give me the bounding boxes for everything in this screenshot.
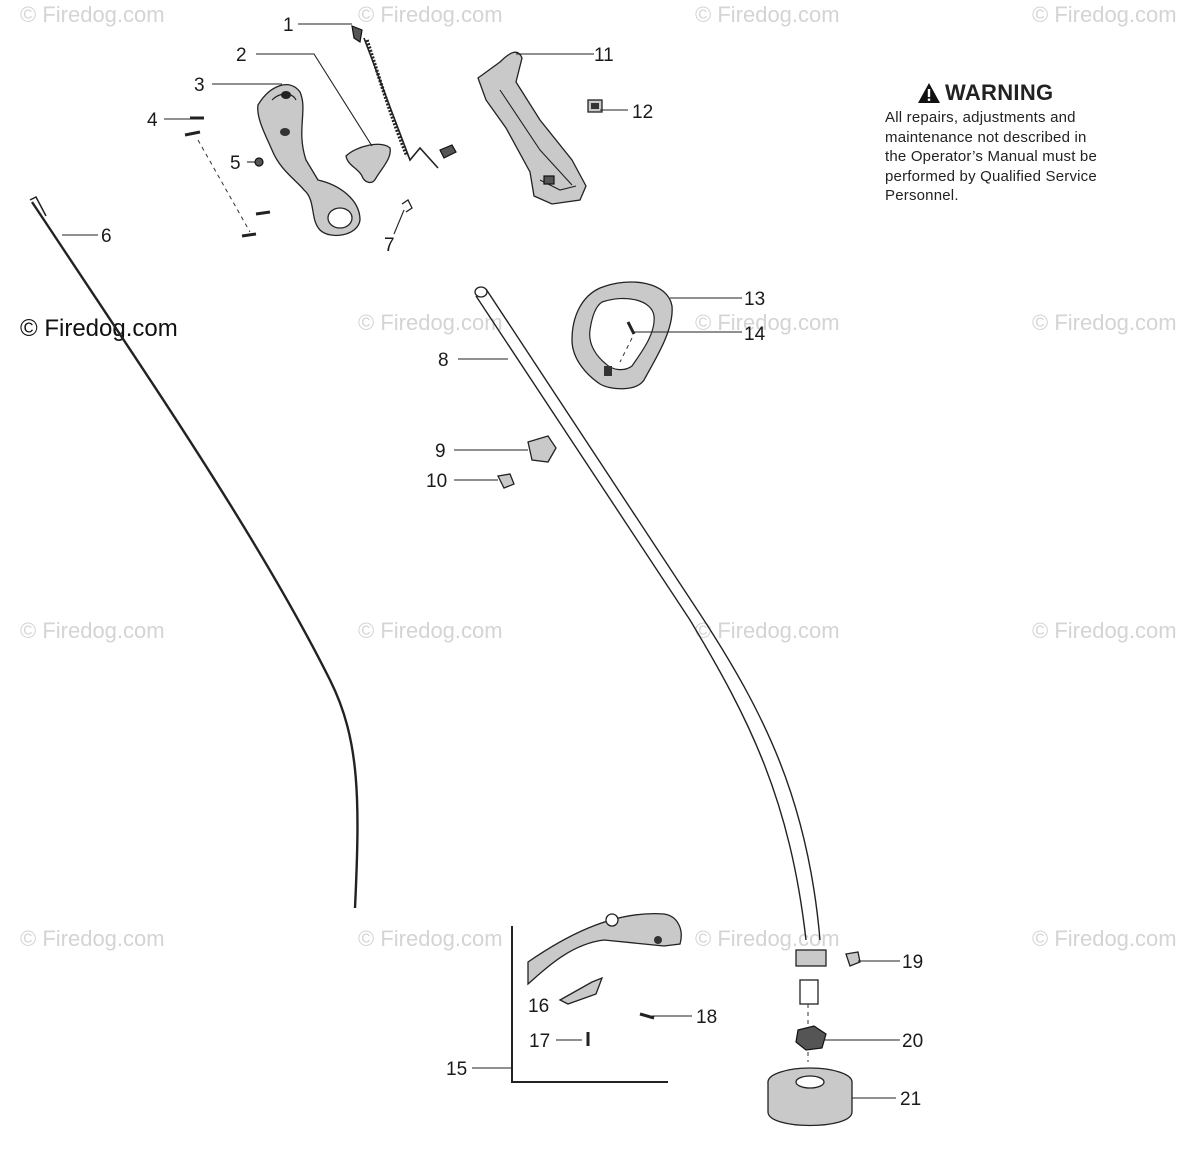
watermark-layer: © Firedog.com © Firedog.com © Firedog.co… bbox=[20, 2, 1177, 951]
part-4-screws bbox=[184, 116, 271, 238]
callout-18: 18 bbox=[696, 1007, 717, 1028]
watermark: © Firedog.com bbox=[358, 2, 503, 27]
part-19-clip bbox=[845, 951, 861, 967]
part-16-blade bbox=[558, 976, 604, 1005]
watermark: © Firedog.com bbox=[1032, 618, 1177, 643]
watermark: © Firedog.com bbox=[20, 926, 165, 951]
part-18-screw bbox=[639, 1012, 655, 1020]
part-12-switch bbox=[587, 99, 603, 113]
part-7-clip bbox=[401, 199, 413, 213]
part-2-throttle-trigger bbox=[345, 143, 391, 184]
warning-text: All repairs, adjustments and maintenance… bbox=[885, 108, 1165, 206]
watermark: © Firedog.com bbox=[358, 310, 503, 335]
watermark: © Firedog.com bbox=[695, 310, 840, 335]
watermark: © Firedog.com bbox=[20, 618, 165, 643]
part-13-loop-handle bbox=[571, 281, 673, 390]
warning-line: maintenance not described in bbox=[885, 128, 1087, 146]
watermark: © Firedog.com bbox=[695, 618, 840, 643]
part-14-screw bbox=[619, 321, 636, 363]
watermark: © Firedog.com bbox=[695, 2, 840, 27]
warning-line: Personnel. bbox=[885, 187, 959, 204]
watermark: © Firedog.com bbox=[358, 618, 503, 643]
warning-line: the Operator’s Manual must be bbox=[885, 148, 1098, 165]
warning-triangle-icon bbox=[918, 83, 940, 103]
callout-2: 2 bbox=[236, 45, 247, 66]
watermark: © Firedog.com bbox=[358, 926, 503, 951]
warning-line: All repairs, adjustments and bbox=[885, 109, 1076, 126]
watermark: © Firedog.com bbox=[1032, 310, 1177, 335]
callout-17: 17 bbox=[529, 1031, 550, 1052]
callout-19: 19 bbox=[902, 952, 923, 973]
callout-12: 12 bbox=[632, 102, 653, 123]
callout-4: 4 bbox=[147, 110, 158, 131]
callout-10: 10 bbox=[426, 471, 447, 492]
callout-8: 8 bbox=[438, 350, 449, 371]
watermark: © Firedog.com bbox=[1032, 2, 1177, 27]
callouts: 1 2 3 4 5 6 7 8 9 10 11 12 13 14 15 16 1… bbox=[101, 15, 923, 1110]
warning-notice: WARNING All repairs, adjustments and mai… bbox=[885, 80, 1165, 206]
shaft-bottom-fittings bbox=[795, 949, 827, 1062]
leader-lines bbox=[62, 23, 900, 1099]
watermark: © Firedog.com bbox=[20, 2, 165, 27]
watermark: © Firedog.com bbox=[1032, 926, 1177, 951]
part-10-nut bbox=[497, 473, 515, 489]
part-5-screw bbox=[254, 157, 264, 167]
callout-13: 13 bbox=[744, 289, 765, 310]
part-6-drive-shaft bbox=[29, 196, 359, 909]
callout-16: 16 bbox=[528, 996, 549, 1017]
callout-5: 5 bbox=[230, 153, 241, 174]
part-11-handle bbox=[477, 51, 587, 205]
callout-3: 3 bbox=[194, 75, 205, 96]
part-9-clamp bbox=[527, 435, 557, 463]
watermark-main: © Firedog.com bbox=[20, 315, 178, 342]
callout-9: 9 bbox=[435, 441, 446, 462]
part-15-guard-group bbox=[511, 913, 682, 1083]
part-20-nut bbox=[795, 1025, 827, 1051]
part-21-trimmer-head bbox=[767, 1067, 853, 1127]
callout-14: 14 bbox=[744, 324, 766, 345]
callout-21: 21 bbox=[900, 1089, 921, 1110]
callout-1: 1 bbox=[283, 15, 294, 36]
warning-line: performed by Qualified Service bbox=[885, 167, 1097, 185]
watermark: © Firedog.com bbox=[695, 926, 840, 951]
warning-title: WARNING bbox=[945, 80, 1054, 105]
callout-11: 11 bbox=[594, 45, 614, 66]
callout-15: 15 bbox=[446, 1059, 467, 1080]
callout-20: 20 bbox=[902, 1031, 923, 1052]
callout-6: 6 bbox=[101, 226, 112, 247]
callout-7: 7 bbox=[384, 235, 395, 256]
part-8-shaft-tube bbox=[474, 286, 821, 941]
part-1-throttle-cable bbox=[351, 25, 457, 169]
part-3-throttle-housing bbox=[257, 84, 361, 237]
